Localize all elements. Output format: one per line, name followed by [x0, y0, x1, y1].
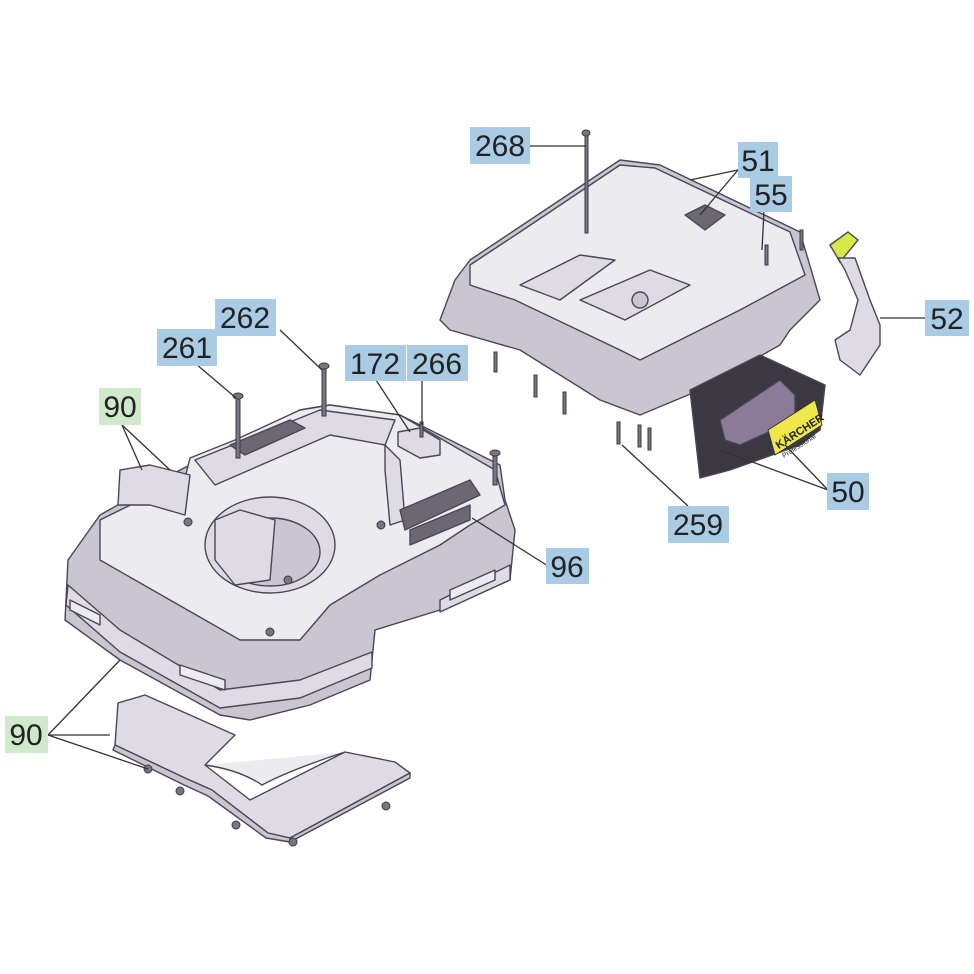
label-55: 55	[754, 179, 787, 212]
callout-268: 268	[470, 127, 530, 164]
label-268: 268	[475, 130, 525, 163]
callout-51: 51	[738, 142, 778, 178]
label-90-top: 90	[103, 391, 136, 424]
leader-lines	[47, 145, 925, 770]
callout-261: 261	[157, 329, 217, 366]
callout-262: 262	[215, 299, 276, 336]
label-51: 51	[741, 145, 774, 178]
label-259: 259	[673, 509, 723, 542]
label-266: 266	[412, 348, 462, 381]
label-261: 261	[162, 332, 212, 365]
lower-housing	[64, 362, 516, 721]
label-90-bottom: 90	[9, 719, 42, 752]
callout-55: 55	[750, 176, 792, 212]
label-96: 96	[550, 551, 583, 584]
label-50: 50	[831, 476, 864, 509]
callout-266: 266	[407, 345, 468, 381]
handle-52	[829, 231, 881, 376]
label-172: 172	[350, 348, 400, 381]
callout-90-bottom: 90	[5, 716, 48, 753]
label-52: 52	[930, 303, 963, 336]
callout-50: 50	[827, 473, 869, 510]
callout-96: 96	[546, 548, 589, 584]
bottom-plate	[112, 694, 411, 847]
clip-172	[397, 421, 441, 459]
upper-housing: KÄRCHER Professional	[439, 129, 826, 479]
callout-90-top: 90	[99, 388, 141, 425]
callout-52: 52	[925, 300, 969, 336]
callout-259: 259	[668, 506, 729, 543]
callout-172: 172	[345, 345, 406, 381]
label-262: 262	[220, 302, 270, 335]
